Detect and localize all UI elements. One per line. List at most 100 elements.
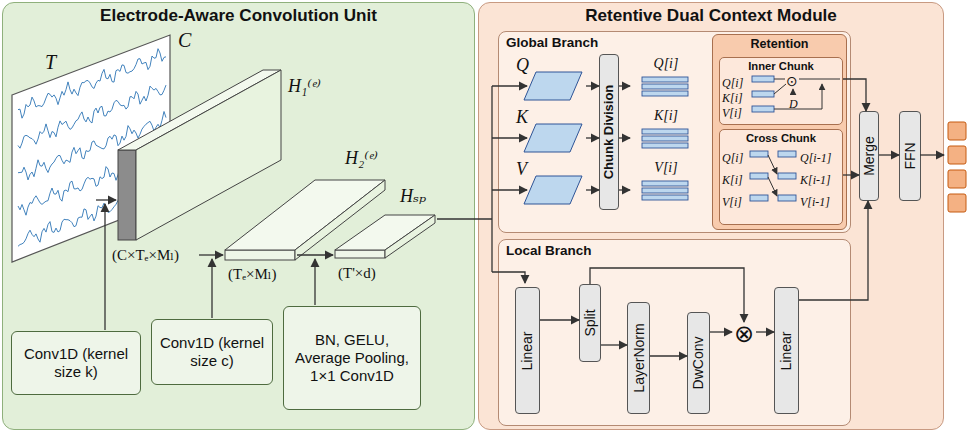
figure-label: ⊙: [786, 72, 798, 90]
node-text: Retentive Dual Context Module: [479, 3, 943, 27]
label-text: V[i]: [722, 195, 742, 209]
connector-arrow: [590, 268, 744, 322]
node-text: K[i]: [630, 108, 702, 123]
node-text: V: [512, 160, 586, 178]
figure-label: K[i-1]: [800, 170, 831, 188]
flow-arrow: [492, 137, 527, 138]
chunk-bar: [750, 173, 768, 179]
connector-arrow: [843, 174, 859, 175]
connector-arrow: [710, 331, 732, 332]
tensor-block: [118, 70, 435, 260]
node-text: Q: [512, 56, 586, 74]
label-text: K[i-1]: [800, 173, 831, 187]
flow-arrow: [96, 86, 944, 330]
label-text: D: [789, 97, 798, 111]
retention-flow: [774, 79, 785, 80]
label-text: (C×Tₑ×Mₗ): [112, 247, 179, 263]
process-box: Conv1D (kernel size k): [11, 331, 141, 395]
figure-label: Q[i]: [722, 148, 743, 166]
multiply-symbol: ⊗: [732, 322, 756, 346]
node-text: BN, GELU, Average Pooling, 1×1 Conv1D: [288, 331, 416, 385]
node-text: V[i]: [630, 160, 702, 175]
label-text: (Tₑ×Mₗ): [228, 266, 276, 282]
flow-arrow: [96, 199, 116, 200]
layer-box: Chunk Division: [599, 54, 619, 210]
chunk-bar: [642, 76, 796, 201]
figure-label: H₁⁽ᵉ⁾: [288, 76, 321, 96]
tensor-block: [136, 70, 281, 240]
node-text: Q[i]: [630, 56, 702, 71]
label-text: K[i]: [722, 91, 743, 105]
node-text: FFN: [902, 142, 918, 169]
figure-label: Q[i]: [722, 73, 743, 91]
tensor-block: [335, 250, 385, 258]
branch-box: Local BranchLinear SplitLayerNorm DwConv ⊗ L…: [498, 239, 851, 426]
eeg-sheet: [18, 49, 166, 119]
node-text: Linear: [779, 331, 795, 370]
figure-label: (Tₑ×Mₗ): [228, 265, 276, 283]
node-text: Electrode-Aware Convolution Unit: [3, 3, 474, 27]
node-text: K: [512, 108, 586, 126]
chunk-bar: [752, 91, 774, 97]
node-text: Conv1D (kernel size c): [156, 334, 268, 370]
node-text: DwConv: [691, 337, 707, 390]
output-token: [948, 146, 966, 164]
process-box: BN, GELU, Average Pooling, 1×1 Conv1D: [283, 306, 421, 410]
retention-flow: [768, 155, 777, 174]
label-text: T: [45, 51, 56, 73]
node-text: Conv1D (kernel size k): [16, 345, 136, 381]
flow-arrow: [211, 259, 212, 318]
node-text: Local Branch: [499, 240, 850, 260]
connector-arrow: [650, 355, 687, 356]
connector-arrow: [586, 137, 599, 138]
flow-arrow: [920, 154, 944, 155]
label-text: Q[i]: [722, 76, 743, 90]
flow-arrow: [297, 254, 333, 255]
figure-label: D: [789, 94, 798, 112]
chunk-bar: [642, 143, 688, 148]
module-panel: Retentive Dual Context ModuleGlobal Bran…: [478, 2, 944, 430]
chunk-bar: [642, 129, 688, 134]
matrix-sheet: [524, 72, 582, 204]
node-text: Retention: [713, 35, 846, 53]
label-text: Q[i-1]: [800, 151, 831, 165]
label-text: Hₛₚ: [400, 186, 426, 206]
label-text: (T'×d): [338, 265, 376, 281]
tensor-block: [385, 215, 435, 258]
tensor-block: [225, 250, 295, 260]
label-text: ⊙: [786, 73, 798, 89]
node-text: LayerNorm: [631, 323, 647, 392]
retention-flow: [774, 84, 786, 94]
chunk-bar: [778, 151, 796, 157]
retention-flow: [768, 177, 777, 196]
layer-box: LayerNorm: [627, 302, 650, 414]
flow-arrow: [199, 254, 223, 255]
chunk-bar: [642, 181, 688, 186]
figure-label: K[i]: [722, 88, 743, 106]
node-text: Split: [582, 309, 598, 336]
layer-box: Linear: [774, 287, 799, 414]
figure-label: Q[i-1]: [800, 148, 831, 166]
figure-label: T: [45, 52, 56, 73]
flow-arrow: [492, 189, 527, 190]
chunk-bar: [778, 173, 796, 179]
figure-label: (C×Tₑ×Mₗ): [112, 246, 179, 264]
chunk-bar: [750, 195, 768, 201]
retention-flow: [768, 79, 840, 196]
chunk-bar: [752, 106, 774, 112]
connector-arrow: [540, 319, 579, 320]
label-text: V[i-1]: [800, 195, 830, 209]
connector-arrow: [879, 154, 899, 155]
label-text: H₂⁽ᵉ⁾: [345, 148, 378, 168]
layer-box: Linear: [515, 287, 540, 414]
chunk-bar: [642, 195, 688, 200]
output-token: [948, 122, 966, 140]
label-text: V[i]: [722, 106, 742, 120]
flow-arrow: [492, 85, 527, 86]
chunk-bar: [642, 84, 688, 89]
node-text: ⊗: [734, 322, 754, 346]
flow-arrow: [104, 204, 105, 330]
